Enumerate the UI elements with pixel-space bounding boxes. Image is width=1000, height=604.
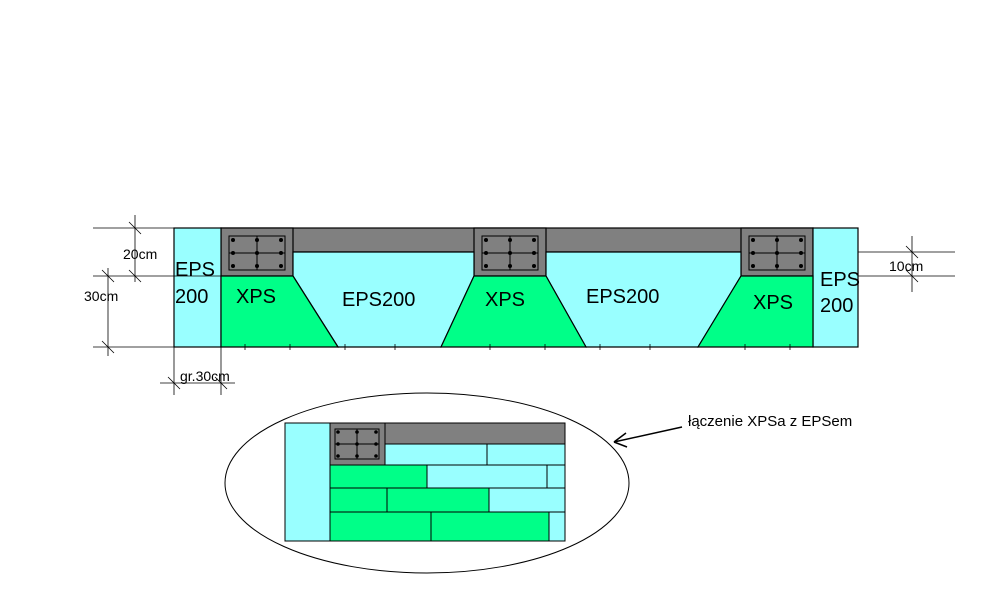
annotation-arrow — [613, 426, 683, 443]
xps-block-left — [220, 275, 340, 348]
dim-10cm: 10cm — [889, 258, 923, 274]
detail-brick — [384, 443, 488, 466]
eps-right-label-2: 200 — [820, 295, 853, 317]
main-section: EPS 200 EPS 200 XPS XPS XPS EPS200 EPS20… — [173, 227, 860, 350]
eps-strip-left — [173, 227, 222, 348]
xps-block-right — [696, 275, 814, 348]
eps-left-label-1: EPS — [175, 259, 215, 281]
annotation: łączenie XPSa z EPSem — [613, 413, 852, 448]
detail-brick — [430, 511, 550, 542]
eps-left-label-2: 200 — [175, 286, 208, 308]
detail-view — [224, 392, 630, 574]
detail-brick — [546, 464, 566, 489]
eps200-right-label: EPS200 — [586, 286, 659, 308]
detail-brick — [548, 511, 566, 542]
detail-ellipse — [224, 392, 630, 574]
eps-strip-right — [812, 227, 859, 348]
detail-brick — [488, 487, 566, 513]
detail-brick — [329, 487, 388, 513]
xps-right-label: XPS — [753, 292, 793, 314]
bottom-ticks — [244, 344, 791, 350]
xps-block-middle — [440, 275, 588, 348]
detail-eps-column — [284, 422, 331, 542]
detail-brick — [329, 464, 428, 489]
eps200-left-label: EPS200 — [342, 289, 415, 311]
xps-middle-label: XPS — [485, 289, 525, 311]
dim-20cm: 20cm — [123, 246, 157, 262]
dim-gr30cm: gr.30cm — [180, 368, 230, 384]
detail-rebar-grid — [334, 428, 380, 460]
dim-30cm: 30cm — [84, 288, 118, 304]
detail-brick — [386, 487, 490, 513]
annotation-text: łączenie XPSa z EPSem — [688, 413, 852, 430]
detail-brick — [486, 443, 566, 466]
eps-right-label-1: EPS — [820, 269, 860, 291]
xps-left-label: XPS — [236, 286, 276, 308]
detail-brick — [329, 511, 432, 542]
rebar-grid-right — [748, 235, 806, 271]
rebar-grid-middle — [481, 235, 539, 271]
rebar-grid-left — [228, 235, 286, 271]
dimension-lines: 20cm 30cm 10cm gr.30cm — [84, 215, 955, 395]
detail-brick — [426, 464, 548, 489]
